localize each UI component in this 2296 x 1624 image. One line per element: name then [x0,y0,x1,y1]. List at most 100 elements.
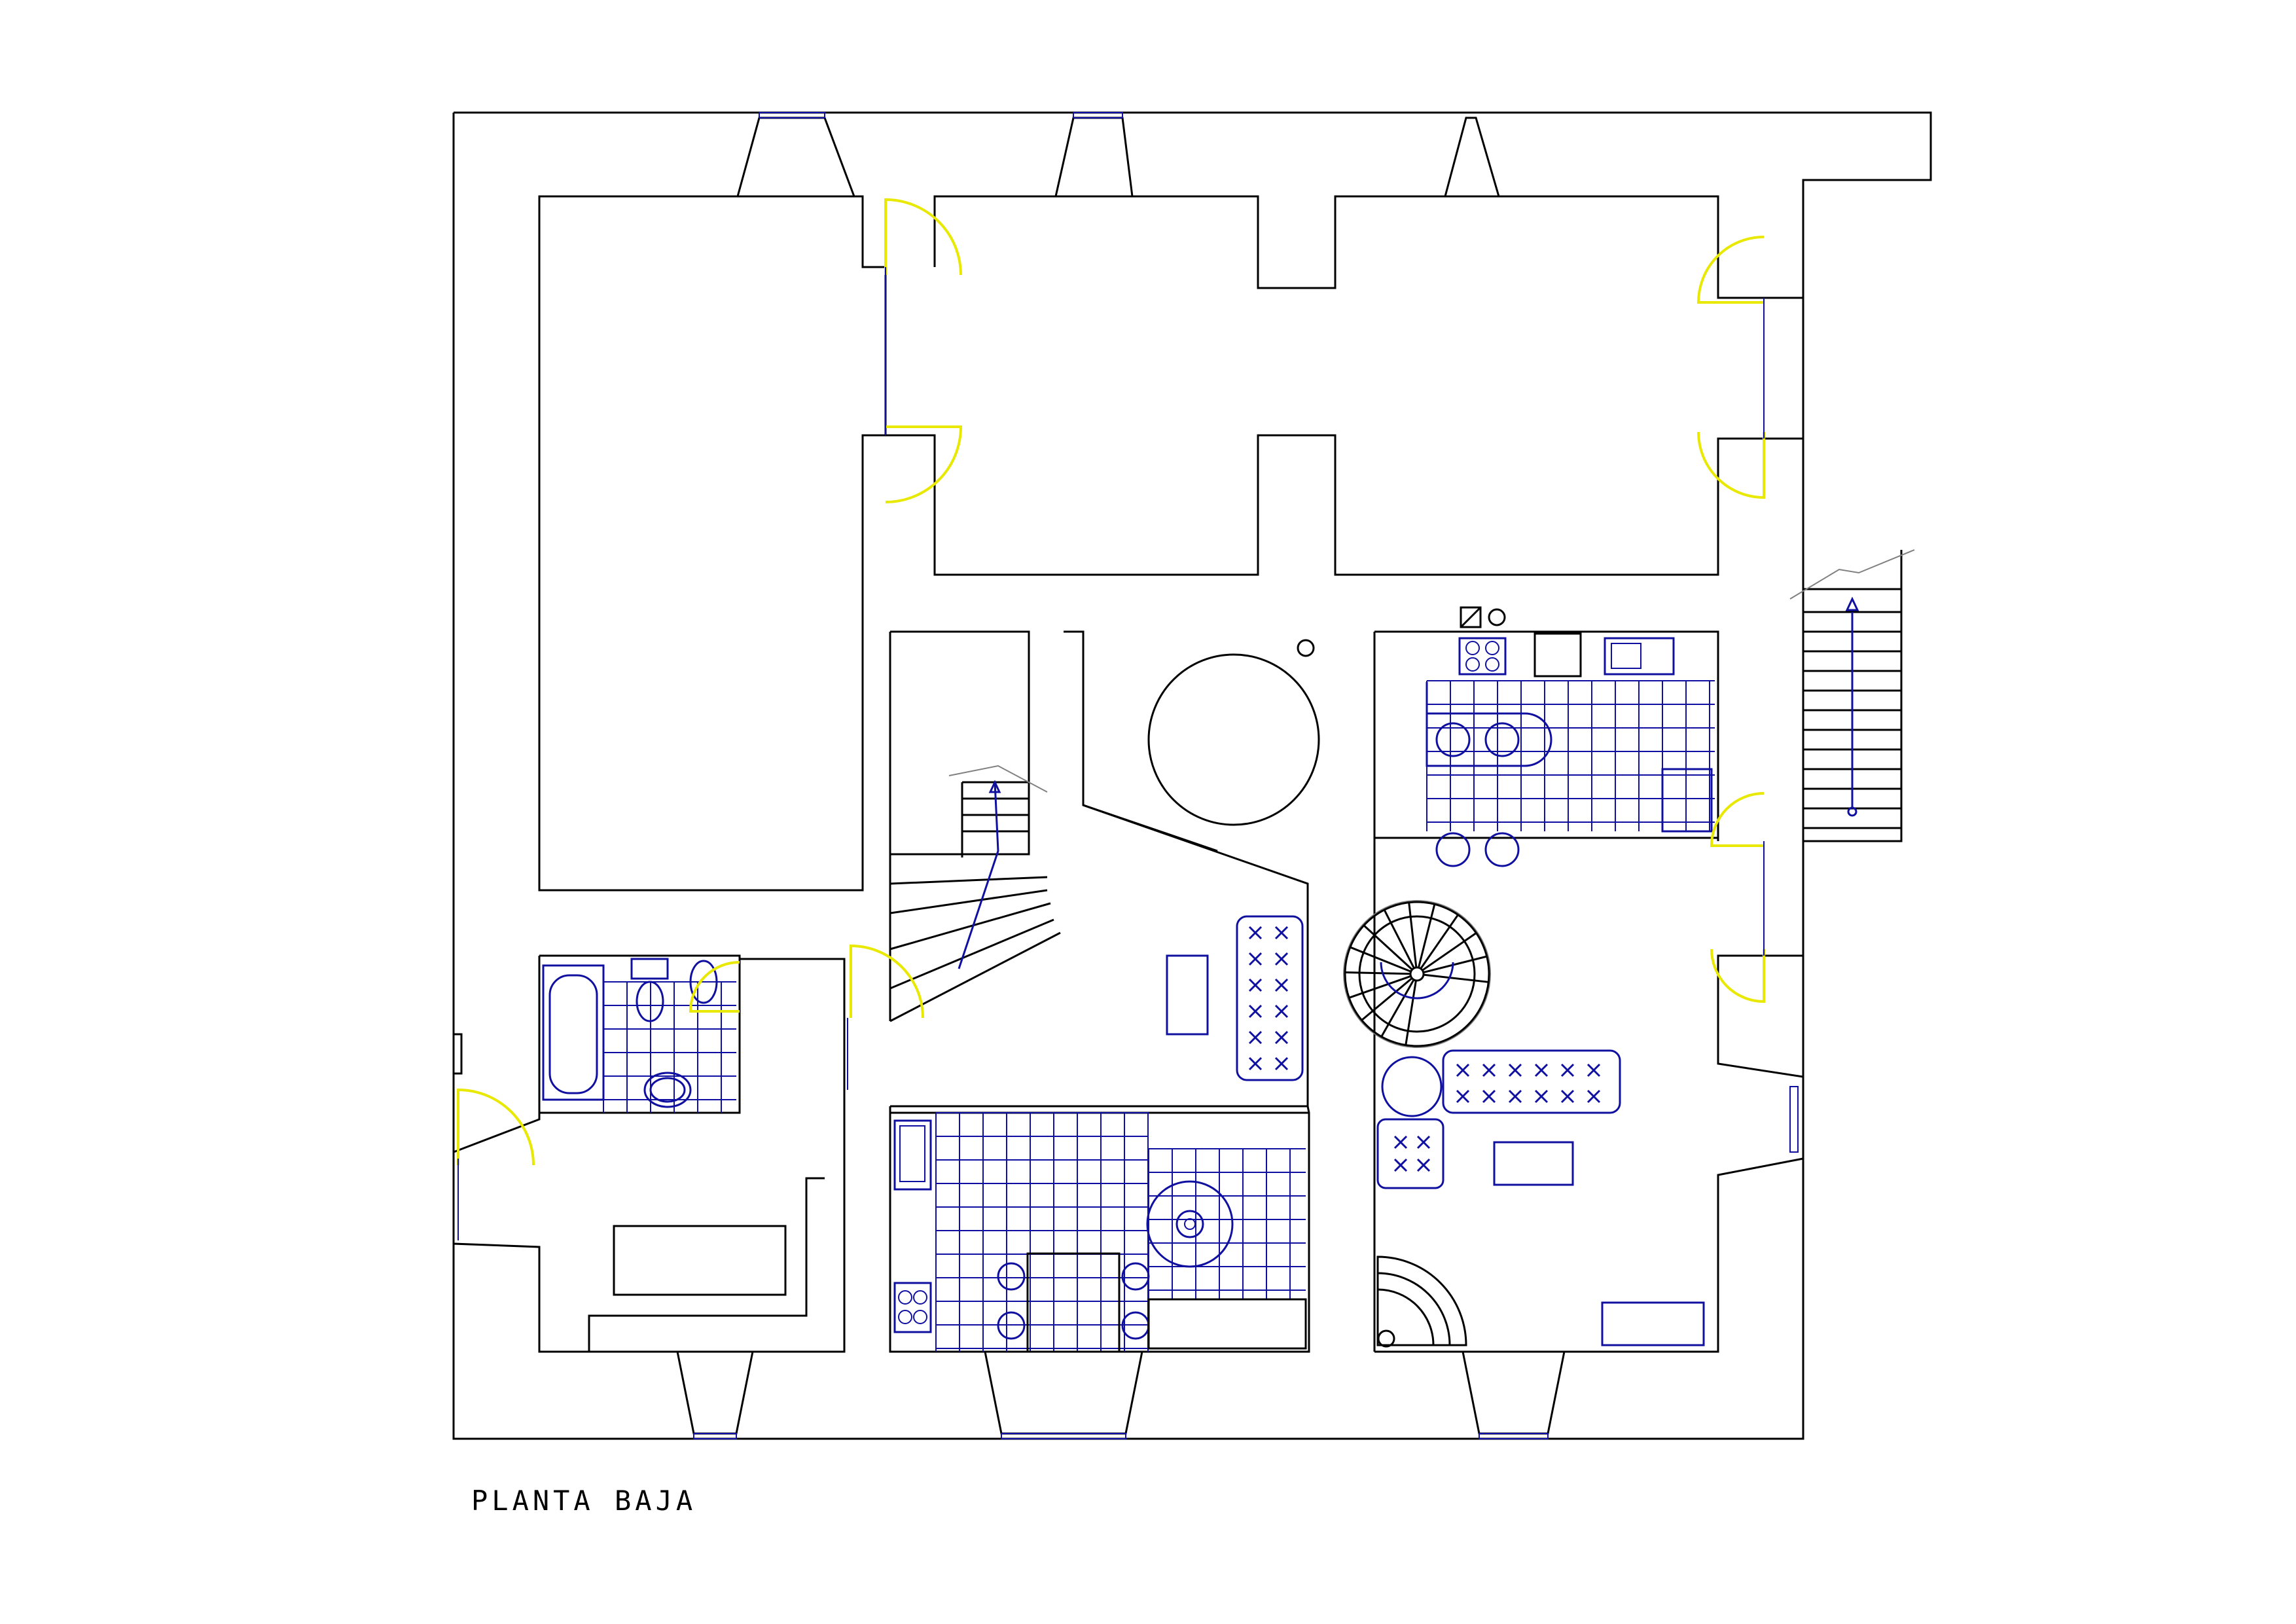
stair-winder [889,889,1048,914]
round-side-table-icon [1381,1056,1443,1117]
bathroom-tiles [603,981,736,1113]
cushion-mark [1560,1063,1575,1077]
cushion-mark [1416,1135,1431,1149]
bottom-windows [693,1433,1549,1439]
stair-origin [1847,806,1857,817]
bench-icon [1147,1298,1307,1350]
door-swing [850,944,924,1019]
staircase-icon [889,780,1061,1022]
stools-icon [1435,722,1520,867]
break-lines [948,549,1915,793]
stair-arrow [988,780,1001,793]
round-table-icon [1146,1180,1234,1268]
spiral-step [1405,980,1417,1045]
spiral-step [1383,909,1415,969]
cushion-mark [1534,1089,1549,1104]
armchair-icon [1376,1118,1444,1189]
round-feature [1147,639,1320,826]
cushion-mark [1274,952,1289,966]
large-left-room [538,195,887,892]
bathroom [538,954,741,1114]
bottom-window-niches [676,1351,1566,1435]
cushion-mark [1248,978,1263,992]
cushion-mark [1274,1030,1289,1045]
chimney-icon [1460,606,1506,628]
stair-arrow [1845,596,1859,611]
cushion-mark [1274,1056,1289,1071]
kitchen-island [1426,682,1552,767]
staircase-icon [1802,550,1903,842]
door-swing [885,425,963,503]
sink-icon [893,1119,932,1191]
toilet-icon [630,958,669,1022]
spiral-step [1380,979,1415,1038]
bathtub-icon [542,964,605,1101]
door-swing [884,198,962,276]
spiral-step [1423,955,1488,974]
appliance-icon [1661,768,1713,833]
top-center-rooms [861,195,1803,576]
right-window [1789,1086,1799,1153]
kitchen-right-tiles [1426,680,1715,831]
door-swing [1710,948,1765,1003]
spiral-step [1417,903,1436,968]
spiral-step [1363,924,1413,971]
cushion-mark [1508,1089,1522,1104]
cushion-mark [1248,1004,1263,1019]
kitchen-center [889,1106,1310,1353]
door-swing-icon [457,198,1765,1240]
spiral-step [1408,902,1418,968]
door-swing [1696,236,1765,304]
cushion-mark [1274,1004,1289,1019]
sofa-icon [1442,1049,1621,1114]
cushion-mark [1482,1063,1496,1077]
washbasin-icon [643,1072,692,1108]
spiral-step [1422,932,1477,971]
cushion-mark [1274,926,1289,940]
cushion-mark [1534,1063,1549,1077]
sink-icon [1604,637,1675,676]
top-window-niches [736,117,1500,197]
cushion-mark [1587,1089,1601,1104]
living-room-right [1374,838,1804,1353]
door-swing [689,961,740,1013]
fridge-icon [1534,632,1582,677]
spiral-direction [1380,962,1454,1000]
door-swing [1697,431,1765,499]
central-stair-block [889,630,1309,1108]
sofa-icon [1236,915,1304,1081]
spiral-step [1361,977,1413,1021]
spiral-staircase-icon [1343,900,1491,1048]
left-lower-room [452,958,846,1353]
spiral-step [1350,946,1412,973]
stair-winder [889,876,1048,885]
door-swing [457,1088,535,1166]
cushion-mark [1274,978,1289,992]
cushion-mark [1560,1089,1575,1104]
stair-winder [889,931,1061,1022]
table-icon [1166,954,1209,1036]
cushion-mark [1248,952,1263,966]
spiral-step [1344,971,1411,975]
stair-winder [889,902,1051,950]
cushion-mark [1393,1158,1408,1172]
door-swing [1710,792,1765,847]
cushion-mark [1508,1063,1522,1077]
cushion-mark [1456,1089,1470,1104]
dining-table-icon [997,1252,1150,1353]
kitchen-center-tiles [935,1112,1306,1352]
cushion-mark [1416,1158,1431,1172]
bidet-icon [689,960,718,1004]
fireplace-icon [1376,1255,1467,1348]
cushion-mark [1248,1030,1263,1045]
stair-direction [958,782,999,969]
stove-icon [893,1282,932,1333]
coffee-table-icon [1493,1141,1574,1186]
plan-title: PLANTA BAJA [471,1485,697,1517]
cabinet-icon [1601,1301,1705,1346]
cushion-mark [1482,1089,1496,1104]
stair-winder [889,918,1054,990]
top-windows [759,112,1123,118]
stove-icon [1458,637,1507,676]
spiral-step [1423,973,1489,983]
